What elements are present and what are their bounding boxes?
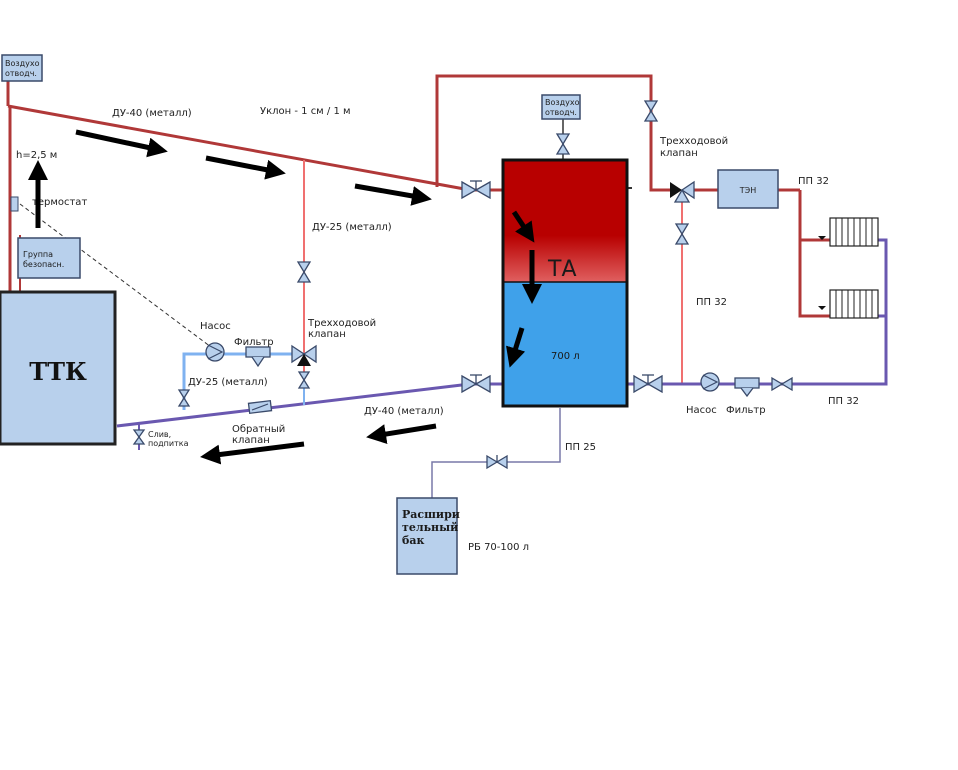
cold-return-pipe: [116, 382, 471, 428]
hot-radiator-feed: [798, 190, 830, 318]
check-valve-line2: клапан: [232, 435, 270, 446]
boiler-label: ТТК: [29, 357, 87, 386]
pump-right-label: Насос: [686, 405, 717, 416]
ten-label: ТЭН: [739, 186, 757, 195]
air-vent-left: Воздухо отводч.: [1, 54, 43, 82]
check-valve-icon: [247, 399, 273, 415]
filter-right-label: Фильтр: [726, 405, 766, 416]
three-way-right-line2: клапан: [660, 148, 698, 159]
flow-arrow-tank-1: [511, 210, 535, 243]
valve-top-loop-icon: [643, 100, 659, 122]
valve-tank-cold-icon: [461, 374, 491, 394]
flow-arrows: [28, 129, 542, 465]
tank-label: ТА: [547, 257, 577, 282]
thermostat-sensor: [10, 196, 19, 212]
ten-heater: ТЭН: [717, 169, 779, 209]
expansion-volume-label: РБ 70-100 л: [468, 542, 529, 553]
three-way-left-line2: клапан: [308, 329, 346, 340]
accumulator-tank: ТА 700 л: [501, 158, 629, 408]
safety-group-line2: безопасн.: [23, 260, 64, 269]
valves: [132, 100, 793, 470]
drain-line1: Слив,: [148, 430, 171, 439]
slope-label: Уклон - 1 см / 1 м: [260, 106, 351, 117]
expansion-tank-line1: Расшири: [402, 508, 460, 521]
filter-left-label: Фильтр: [234, 337, 274, 348]
air-vent-left-line1: Воздухо: [5, 59, 40, 68]
valve-bypass-icon: [177, 389, 191, 407]
air-vent-center: Воздухо отводч.: [541, 94, 581, 120]
height-label: h=2,5 м: [16, 150, 57, 161]
tank-volume: 700 л: [551, 351, 580, 362]
valve-right-return-icon: [771, 376, 793, 392]
flow-arrow-back-2: [200, 441, 305, 465]
expansion-tank-line3: бак: [402, 534, 424, 547]
valve-tank-hot-icon: [461, 180, 491, 200]
du25-bottom-label: ДУ-25 (металл): [188, 377, 268, 388]
valve-du25-icon: [296, 261, 312, 283]
radiator-bottom: [818, 289, 879, 319]
three-way-left-line1: Трехходовой: [307, 318, 376, 329]
pp32-top-label: ПП 32: [798, 176, 829, 187]
expansion-pipe: [431, 408, 561, 498]
three-way-valve-right-icon: [670, 180, 695, 203]
pump-right-icon: [700, 372, 720, 392]
valve-air-vent-icon: [555, 133, 571, 155]
flow-arrow-tank-3: [506, 327, 526, 368]
radiator-top: [818, 217, 879, 247]
flow-arrow-back-1: [366, 423, 437, 444]
hot-supply-pipe: [7, 104, 471, 192]
check-valve-line1: Обратный: [232, 424, 285, 435]
du40-top-label: ДУ-40 (металл): [112, 108, 192, 119]
pump-left-icon: [205, 342, 225, 362]
flow-arrow-3: [354, 183, 432, 206]
filter-right-icon: [734, 377, 760, 398]
du25-vertical-label: ДУ-25 (металл): [312, 222, 392, 233]
air-vent-left-line2: отводч.: [5, 69, 37, 78]
valve-drain-icon: [132, 429, 146, 445]
boiler: ТТК: [0, 290, 117, 446]
pp25-label: ПП 25: [565, 442, 596, 453]
pump-left-label: Насос: [200, 321, 231, 332]
hot-top-loop: [435, 74, 680, 192]
valve-du25-lower-icon: [297, 371, 311, 389]
expansion-tank: Расшири тельный бак: [396, 497, 460, 575]
three-way-right-line1: Трехходовой: [659, 136, 728, 147]
thermostat-link: [19, 203, 216, 351]
pp32-bottom-label: ПП 32: [828, 396, 859, 407]
safety-group-line1: Группа: [23, 250, 53, 259]
flow-arrow-1: [75, 129, 168, 158]
cold-radiator-return: [790, 238, 888, 386]
expansion-tank-line2: тельный: [402, 521, 458, 534]
three-way-valve-left-icon: [291, 344, 317, 366]
valve-right-bypass-icon: [674, 223, 690, 245]
filter-left-icon: [245, 346, 271, 368]
flow-arrow-2: [205, 155, 286, 180]
pp32-mid-label: ПП 32: [696, 297, 727, 308]
valve-expansion-icon: [486, 454, 508, 470]
du40-bottom-label: ДУ-40 (металл): [364, 406, 444, 417]
drain-line2: подпитка: [148, 439, 189, 448]
air-vent-center-line2: отводч.: [545, 108, 577, 117]
thermostat-label: термостат: [32, 197, 87, 208]
air-vent-center-line1: Воздухо: [545, 98, 580, 107]
valve-tank-right-icon: [633, 374, 663, 394]
safety-group: Группа безопасн.: [17, 237, 81, 279]
